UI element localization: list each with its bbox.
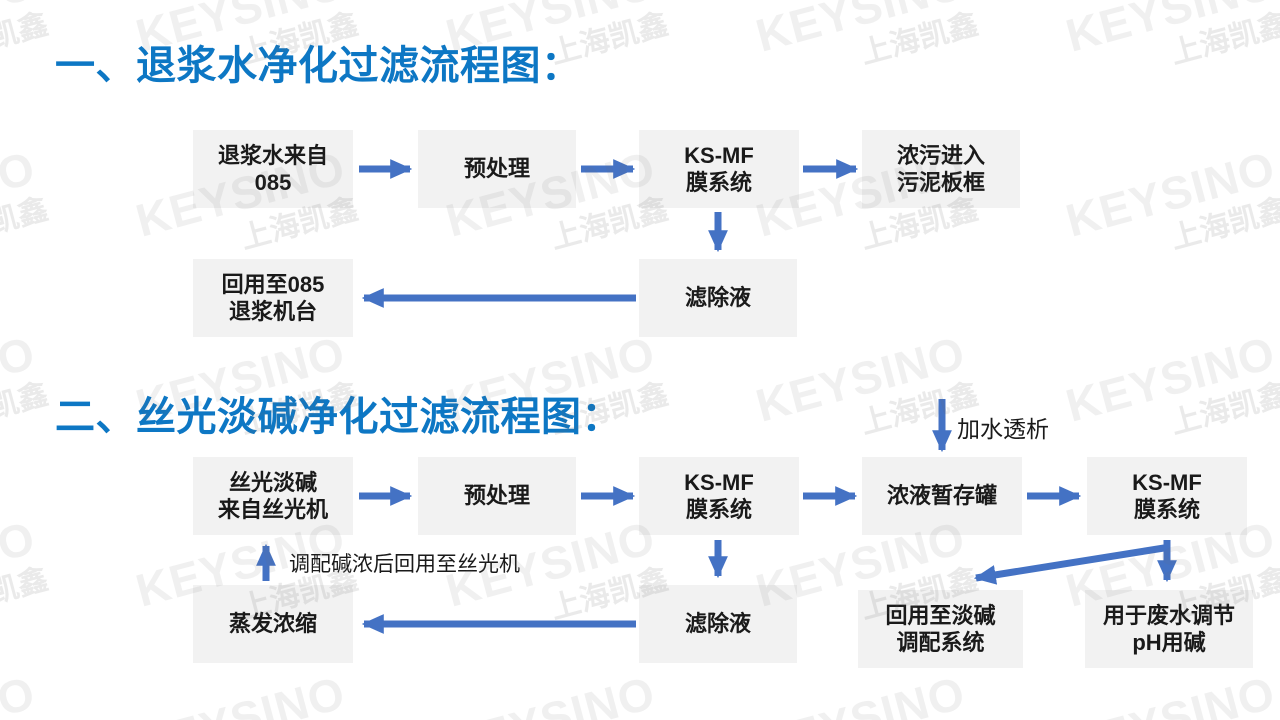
node-s2-evaporate: 蒸发浓缩: [193, 585, 353, 663]
watermark-brand-cn: 上海凯鑫: [0, 192, 52, 256]
watermark-brand: KEYSINO: [1060, 326, 1280, 432]
watermark-brand: KEYSINO: [1060, 666, 1280, 720]
watermark-brand-cn: 上海凯鑫: [855, 709, 982, 720]
watermark-brand: KEYSINO: [0, 0, 41, 62]
node-s1-membrane: KS-MF 膜系统: [639, 130, 799, 208]
watermark-brand-cn: 上海凯鑫: [0, 562, 52, 626]
watermark-brand-cn: 上海凯鑫: [0, 709, 52, 720]
watermark-brand: KEYSINO: [1060, 0, 1280, 62]
node-s2-reuse-alkali: 回用至淡碱 调配系统: [858, 590, 1023, 668]
node-s1-filtrate: 滤除液: [639, 259, 797, 337]
node-s1-pretreat: 预处理: [418, 130, 576, 208]
node-s2-membrane1: KS-MF 膜系统: [639, 457, 799, 535]
watermark-brand-cn: 上海凯鑫: [1167, 192, 1280, 256]
node-s2-membrane2: KS-MF 膜系统: [1087, 457, 1247, 535]
watermark-brand-cn: 上海凯鑫: [1167, 377, 1280, 441]
node-s1-sludge: 浓污进入 污泥板框: [862, 130, 1020, 208]
watermark-brand: KEYSINO: [0, 141, 41, 247]
node-s2-tank: 浓液暂存罐: [862, 457, 1022, 535]
node-s1-reuse: 回用至085 退浆机台: [193, 259, 353, 337]
watermark-brand: KEYSINO: [130, 666, 351, 720]
label-recycle-note: 调配碱浓后回用至丝光机: [289, 553, 520, 576]
watermark-brand: KEYSINO: [750, 0, 971, 62]
watermark-brand: KEYSINO: [750, 326, 971, 432]
watermark-brand: KEYSINO: [0, 326, 41, 432]
watermark-brand-cn: 上海凯鑫: [0, 7, 52, 71]
section2-title: 二、丝光淡碱净化过滤流程图：: [55, 395, 622, 439]
watermark-brand: KEYSINO: [0, 666, 41, 720]
watermark-brand-cn: 上海凯鑫: [0, 377, 52, 441]
watermark-brand: KEYSINO: [750, 666, 971, 720]
watermark-brand: KEYSINO: [0, 511, 41, 617]
node-s2-ph-alkali: 用于废水调节 pH用碱: [1085, 590, 1253, 668]
watermark-brand: KEYSINO: [440, 666, 661, 720]
node-s2-source: 丝光淡碱 来自丝光机: [193, 457, 353, 535]
watermark-brand-cn: 上海凯鑫: [1167, 7, 1280, 71]
watermark-brand-cn: 上海凯鑫: [235, 709, 362, 720]
node-s2-filtrate: 滤除液: [639, 585, 797, 663]
node-s1-source: 退浆水来自 085: [193, 130, 353, 208]
watermark-brand-cn: 上海凯鑫: [1165, 709, 1280, 720]
arrow-s2-membrane2-to-reuse-alkali: [973, 544, 1165, 585]
watermark-brand: KEYSINO: [1060, 141, 1280, 247]
label-dialysis: 加水透析: [957, 416, 1049, 442]
watermark-brand-cn: 上海凯鑫: [857, 7, 982, 71]
node-s2-pretreat: 预处理: [418, 457, 576, 535]
section1-title: 一、退浆水净化过滤流程图：: [55, 44, 582, 88]
watermark-brand-cn: 上海凯鑫: [545, 709, 672, 720]
